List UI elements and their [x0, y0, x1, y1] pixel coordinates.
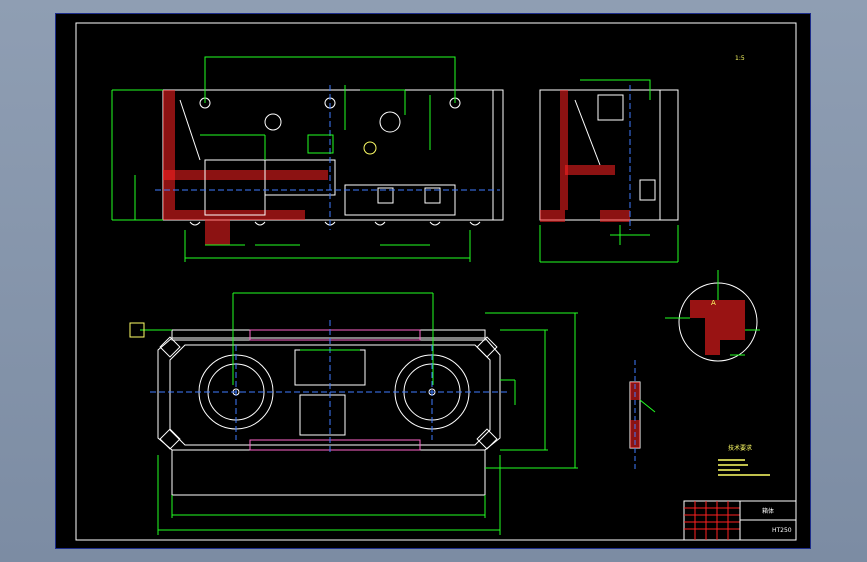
side-block: [597, 94, 624, 121]
front-bore-3: [363, 141, 377, 155]
front-rib-hatch: [163, 170, 328, 180]
small-section-leader: [639, 399, 656, 413]
front-centerlines: [155, 85, 500, 230]
front-slot-1: [377, 187, 394, 204]
front-cavity: [204, 159, 266, 216]
top-slot-upper: [249, 329, 421, 341]
technical-notes[interactable]: 技术要求: [718, 444, 770, 476]
small-section-view[interactable]: [629, 360, 656, 470]
detail-a-label: A: [711, 299, 716, 307]
side-view[interactable]: [539, 79, 679, 263]
top-window-lower: [299, 394, 346, 436]
front-bore-2: [379, 111, 401, 133]
front-window: [344, 184, 456, 216]
front-cavity-2: [264, 159, 336, 196]
detail-hatch: [690, 300, 745, 355]
top-section-flag: [129, 322, 145, 338]
front-left-wall-hatch: [163, 90, 175, 220]
title-block[interactable]: 箱体 HT250: [683, 500, 797, 541]
side-dimensions: [539, 79, 679, 263]
title-part-name: 箱体: [762, 507, 774, 515]
top-outline: [157, 337, 501, 451]
front-right-wall: [492, 89, 504, 221]
top-view[interactable]: [129, 292, 578, 535]
front-view[interactable]: [111, 56, 504, 262]
front-bore-1: [264, 113, 282, 131]
title-material: HT250: [772, 527, 792, 534]
sheet-inner-border: [75, 22, 797, 541]
front-outline: [162, 89, 494, 221]
notes-title: 技术要求: [728, 444, 752, 452]
scale-note: 1:5: [735, 55, 745, 62]
front-foot-hatch: [205, 220, 230, 245]
small-section-hatch-1: [630, 382, 640, 400]
side-rib-hatch: [565, 165, 615, 175]
side-boss: [639, 179, 656, 201]
side-base-hatch: [540, 210, 565, 222]
title-block-grid: [684, 501, 740, 540]
top-lower-flange: [171, 449, 486, 496]
notes-lines: [718, 459, 770, 476]
top-dimensions: [140, 292, 578, 535]
front-bottom-slots: [189, 221, 481, 226]
detail-dimensions: [665, 270, 760, 356]
top-centerlines: [150, 320, 510, 455]
top-slot-lower: [249, 439, 421, 451]
side-diagonal-rib: [574, 99, 601, 166]
top-corner-bosses: [159, 336, 498, 450]
detail-view[interactable]: A: [665, 270, 760, 362]
front-diagonal-rib: [179, 99, 201, 161]
side-wall-hatch: [560, 90, 568, 210]
side-foot-hatch: [600, 210, 630, 222]
front-dimensions: [111, 56, 471, 262]
side-right-wall: [659, 89, 679, 221]
front-slot-2: [424, 187, 441, 204]
